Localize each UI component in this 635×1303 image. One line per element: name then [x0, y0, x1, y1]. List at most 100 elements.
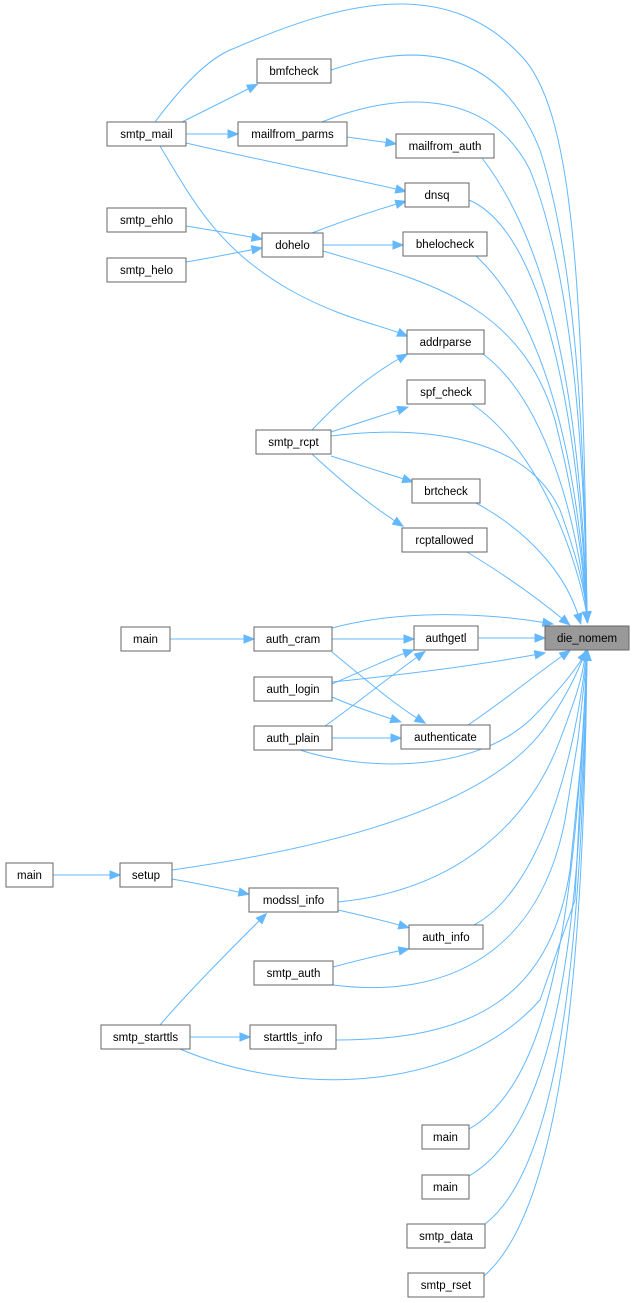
node-smtp-helo[interactable]: smtp_helo	[106, 257, 187, 283]
node-smtp-data[interactable]: smtp_data	[406, 1223, 486, 1249]
node-authenticate[interactable]: authenticate	[400, 724, 491, 750]
edge-setup-to-die-nomem	[171, 649, 587, 871]
node-mailfrom-auth[interactable]: mailfrom_auth	[395, 133, 495, 159]
node-smtp-rcpt[interactable]: smtp_rcpt	[255, 429, 332, 455]
node-label: rcptallowed	[415, 535, 473, 547]
node-main-3[interactable]: main	[421, 1124, 470, 1150]
arrowhead-icon	[255, 912, 268, 925]
node-die-nomem[interactable]: die_nomem	[544, 625, 630, 651]
edge-line	[468, 655, 588, 1130]
node-bmfcheck[interactable]: bmfcheck	[256, 58, 332, 84]
edge-line	[181, 86, 253, 123]
node-addrparse[interactable]: addrparse	[406, 329, 485, 355]
node-box	[421, 1124, 470, 1150]
node-box	[100, 1024, 191, 1050]
node-box	[413, 625, 479, 651]
edge-auth-login-to-die-nomem	[331, 650, 547, 683]
edge-smtp-auth-to-auth-info	[332, 946, 411, 968]
edge-line	[324, 654, 421, 727]
edge-line	[171, 655, 585, 871]
node-box	[119, 862, 173, 888]
node-label: smtp_starttls	[113, 1032, 178, 1044]
node-modssl-info[interactable]: modssl_info	[248, 887, 339, 913]
edge-smtp-mail-to-bmfcheck	[181, 83, 259, 123]
node-bhelocheck[interactable]: bhelocheck	[402, 231, 488, 257]
edge-line	[466, 551, 566, 622]
edge-smtp-mail-to-die-nomem	[154, 3, 592, 624]
node-auth-plain[interactable]: auth_plain	[253, 725, 333, 751]
node-auth-login[interactable]: auth_login	[253, 676, 333, 702]
edge-auth-plain-to-authgetl	[324, 650, 426, 727]
node-box	[408, 924, 484, 950]
arrowhead-icon	[402, 649, 415, 658]
edge-line	[468, 655, 588, 1177]
arrowhead-icon	[245, 83, 259, 94]
edge-smtp-starttls-to-starttls-info	[189, 1032, 252, 1042]
node-label: mailfrom_auth	[409, 141, 482, 153]
node-brtcheck[interactable]: brtcheck	[411, 478, 481, 504]
node-label: authgetl	[426, 633, 467, 645]
node-box	[106, 121, 187, 147]
node-box	[253, 676, 333, 702]
edge-line	[330, 54, 588, 617]
edge-mailfrom-parms-to-mailfrom-auth	[346, 136, 398, 148]
edge-line	[482, 353, 588, 617]
node-smtp-mail[interactable]: smtp_mail	[106, 121, 187, 147]
node-box	[406, 1223, 486, 1249]
edge-layer	[53, 3, 592, 1277]
edge-mailfrom-auth-to-die-nomem	[481, 157, 592, 624]
edge-line	[484, 655, 588, 1225]
node-auth-info[interactable]: auth_info	[408, 924, 484, 950]
node-main-4[interactable]: main	[421, 1174, 470, 1200]
edge-smtp-starttls-to-modssl-info	[159, 912, 268, 1026]
node-box	[256, 58, 332, 84]
edge-smtp-helo-to-dohelo	[185, 245, 264, 263]
arrowhead-icon	[541, 617, 555, 627]
arrowhead-icon	[394, 184, 408, 194]
edge-line	[330, 408, 403, 433]
arrowhead-icon	[397, 920, 411, 930]
edge-main-1-to-auth-cram	[169, 634, 256, 644]
node-label: modssl_info	[263, 895, 324, 907]
node-label: main	[433, 1132, 458, 1144]
node-mailfrom-parms[interactable]: mailfrom_parms	[237, 121, 348, 147]
node-label: auth_plain	[266, 733, 319, 745]
node-starttls-info[interactable]: starttls_info	[249, 1024, 337, 1050]
node-label: starttls_info	[264, 1032, 323, 1044]
node-rcptallowed[interactable]: rcptallowed	[401, 527, 488, 553]
arrowhead-icon	[389, 714, 402, 724]
node-auth-cram[interactable]: auth_cram	[253, 626, 333, 652]
node-label: smtp_auth	[267, 968, 321, 980]
edge-smtp-ehlo-to-dohelo	[185, 225, 264, 242]
node-box	[106, 257, 187, 283]
node-dnsq[interactable]: dnsq	[404, 182, 470, 208]
node-smtp-rset[interactable]: smtp_rset	[407, 1272, 485, 1298]
node-box	[401, 527, 488, 553]
node-label: auth_login	[266, 684, 319, 696]
node-box	[5, 862, 54, 888]
node-main-2[interactable]: main	[5, 862, 54, 888]
edge-line	[185, 142, 401, 191]
node-box	[404, 182, 470, 208]
node-box	[237, 121, 348, 147]
edge-main-3-to-die-nomem	[468, 648, 592, 1130]
arrowhead-icon	[239, 1032, 252, 1042]
node-smtp-starttls[interactable]: smtp_starttls	[100, 1024, 191, 1050]
edge-line	[311, 356, 403, 431]
edge-smtp-rcpt-to-addrparse	[311, 353, 409, 431]
node-smtp-auth[interactable]: smtp_auth	[253, 960, 334, 986]
edge-line	[471, 403, 588, 617]
node-setup[interactable]: setup	[119, 862, 173, 888]
node-authgetl[interactable]: authgetl	[413, 625, 479, 651]
edge-line	[475, 502, 580, 619]
edge-authenticate-to-die-nomem	[467, 649, 572, 726]
edge-line	[159, 145, 403, 335]
node-box	[406, 379, 486, 405]
node-main-1[interactable]: main	[120, 626, 171, 652]
node-smtp-ehlo[interactable]: smtp_ehlo	[106, 207, 187, 233]
node-dohelo[interactable]: dohelo	[261, 232, 324, 258]
node-spf-check[interactable]: spf_check	[406, 379, 486, 405]
edge-auth-info-to-die-nomem	[473, 648, 591, 926]
edge-rcptallowed-to-die-nomem	[466, 551, 571, 626]
